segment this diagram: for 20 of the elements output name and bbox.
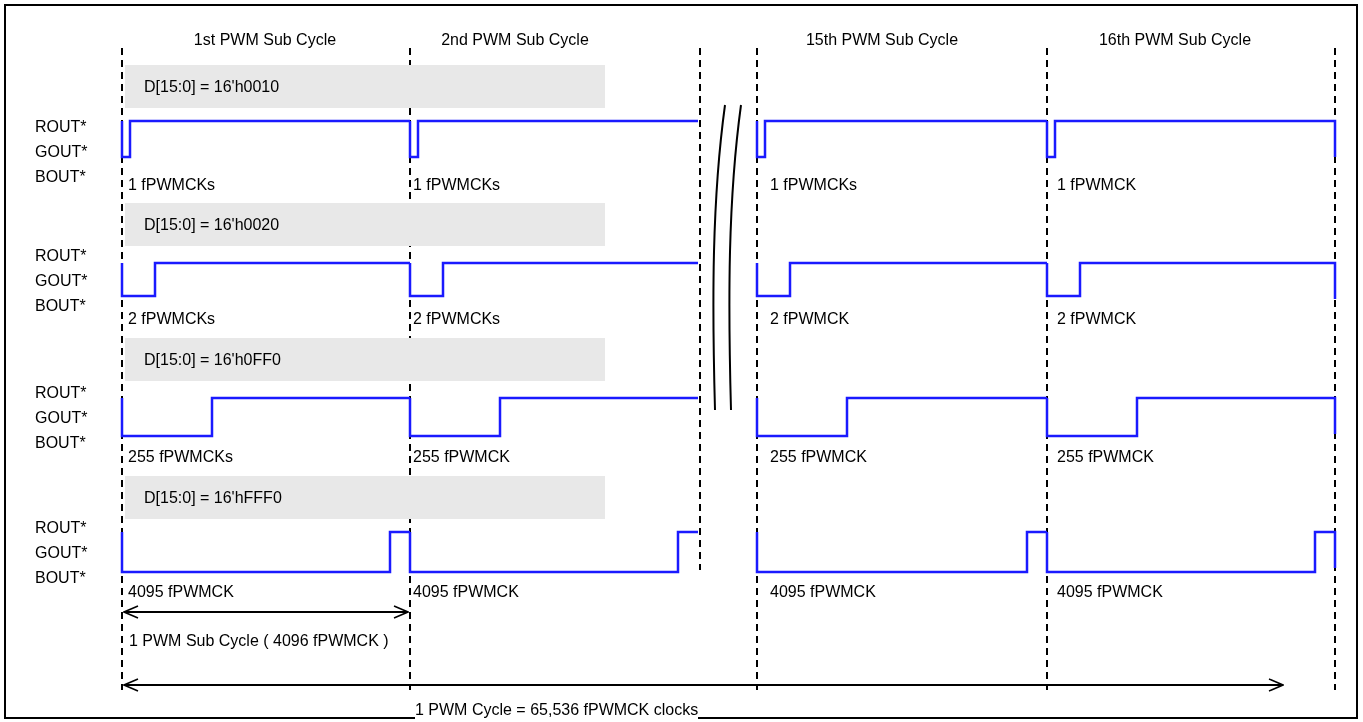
signal-name: GOUT*	[35, 408, 88, 428]
signal-name: BOUT*	[35, 433, 86, 453]
signal-name: BOUT*	[35, 568, 86, 588]
signal-name: GOUT*	[35, 270, 88, 291]
value-band: D[15:0] = 16'h0010	[125, 65, 605, 108]
column-heading: 2nd PWM Sub Cycle	[441, 30, 589, 50]
signal-name: ROUT*	[35, 518, 87, 538]
column-heading: 15th PWM Sub Cycle	[805, 30, 959, 50]
column-heading: 16th PWM Sub Cycle	[1098, 30, 1252, 50]
signal-name: ROUT*	[35, 383, 87, 403]
value-band: D[15:0] = 16'hFFF0	[125, 476, 605, 519]
value-band: D[15:0] = 16'h0020	[125, 203, 605, 246]
column-heading: 1st PWM Sub Cycle	[193, 30, 337, 50]
signal-name: GOUT*	[35, 543, 88, 563]
signal-name: BOUT*	[35, 295, 86, 316]
signal-name: ROUT*	[35, 245, 87, 266]
value-band: D[15:0] = 16'h0FF0	[125, 338, 605, 381]
signal-name: ROUT*	[35, 117, 87, 137]
signal-name: GOUT*	[35, 142, 88, 162]
signal-name: BOUT*	[35, 167, 86, 187]
